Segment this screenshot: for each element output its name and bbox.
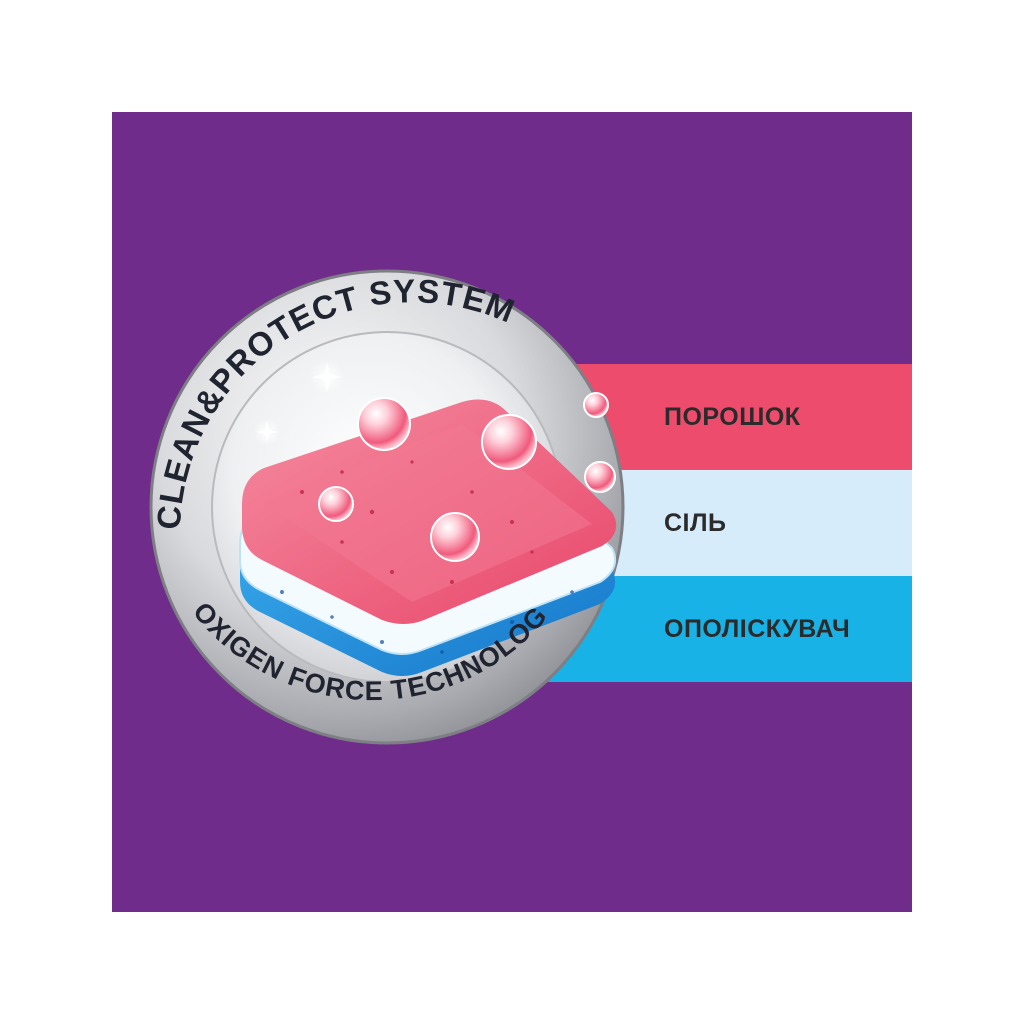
bubble-icon — [318, 392, 616, 562]
band-label-rinse: ОПОЛІСКУВАЧ — [664, 615, 851, 643]
band-label-salt: СІЛЬ — [664, 509, 727, 537]
product-panel: ПОРОШОК СІЛЬ ОПОЛІСКУВАЧ — [112, 112, 912, 912]
band-label-powder: ПОРОШОК — [664, 403, 801, 431]
badge-graphic: CLEAN&PROTECT SYSTEM OXIGEN FORCE TECHNO… — [112, 112, 625, 745]
